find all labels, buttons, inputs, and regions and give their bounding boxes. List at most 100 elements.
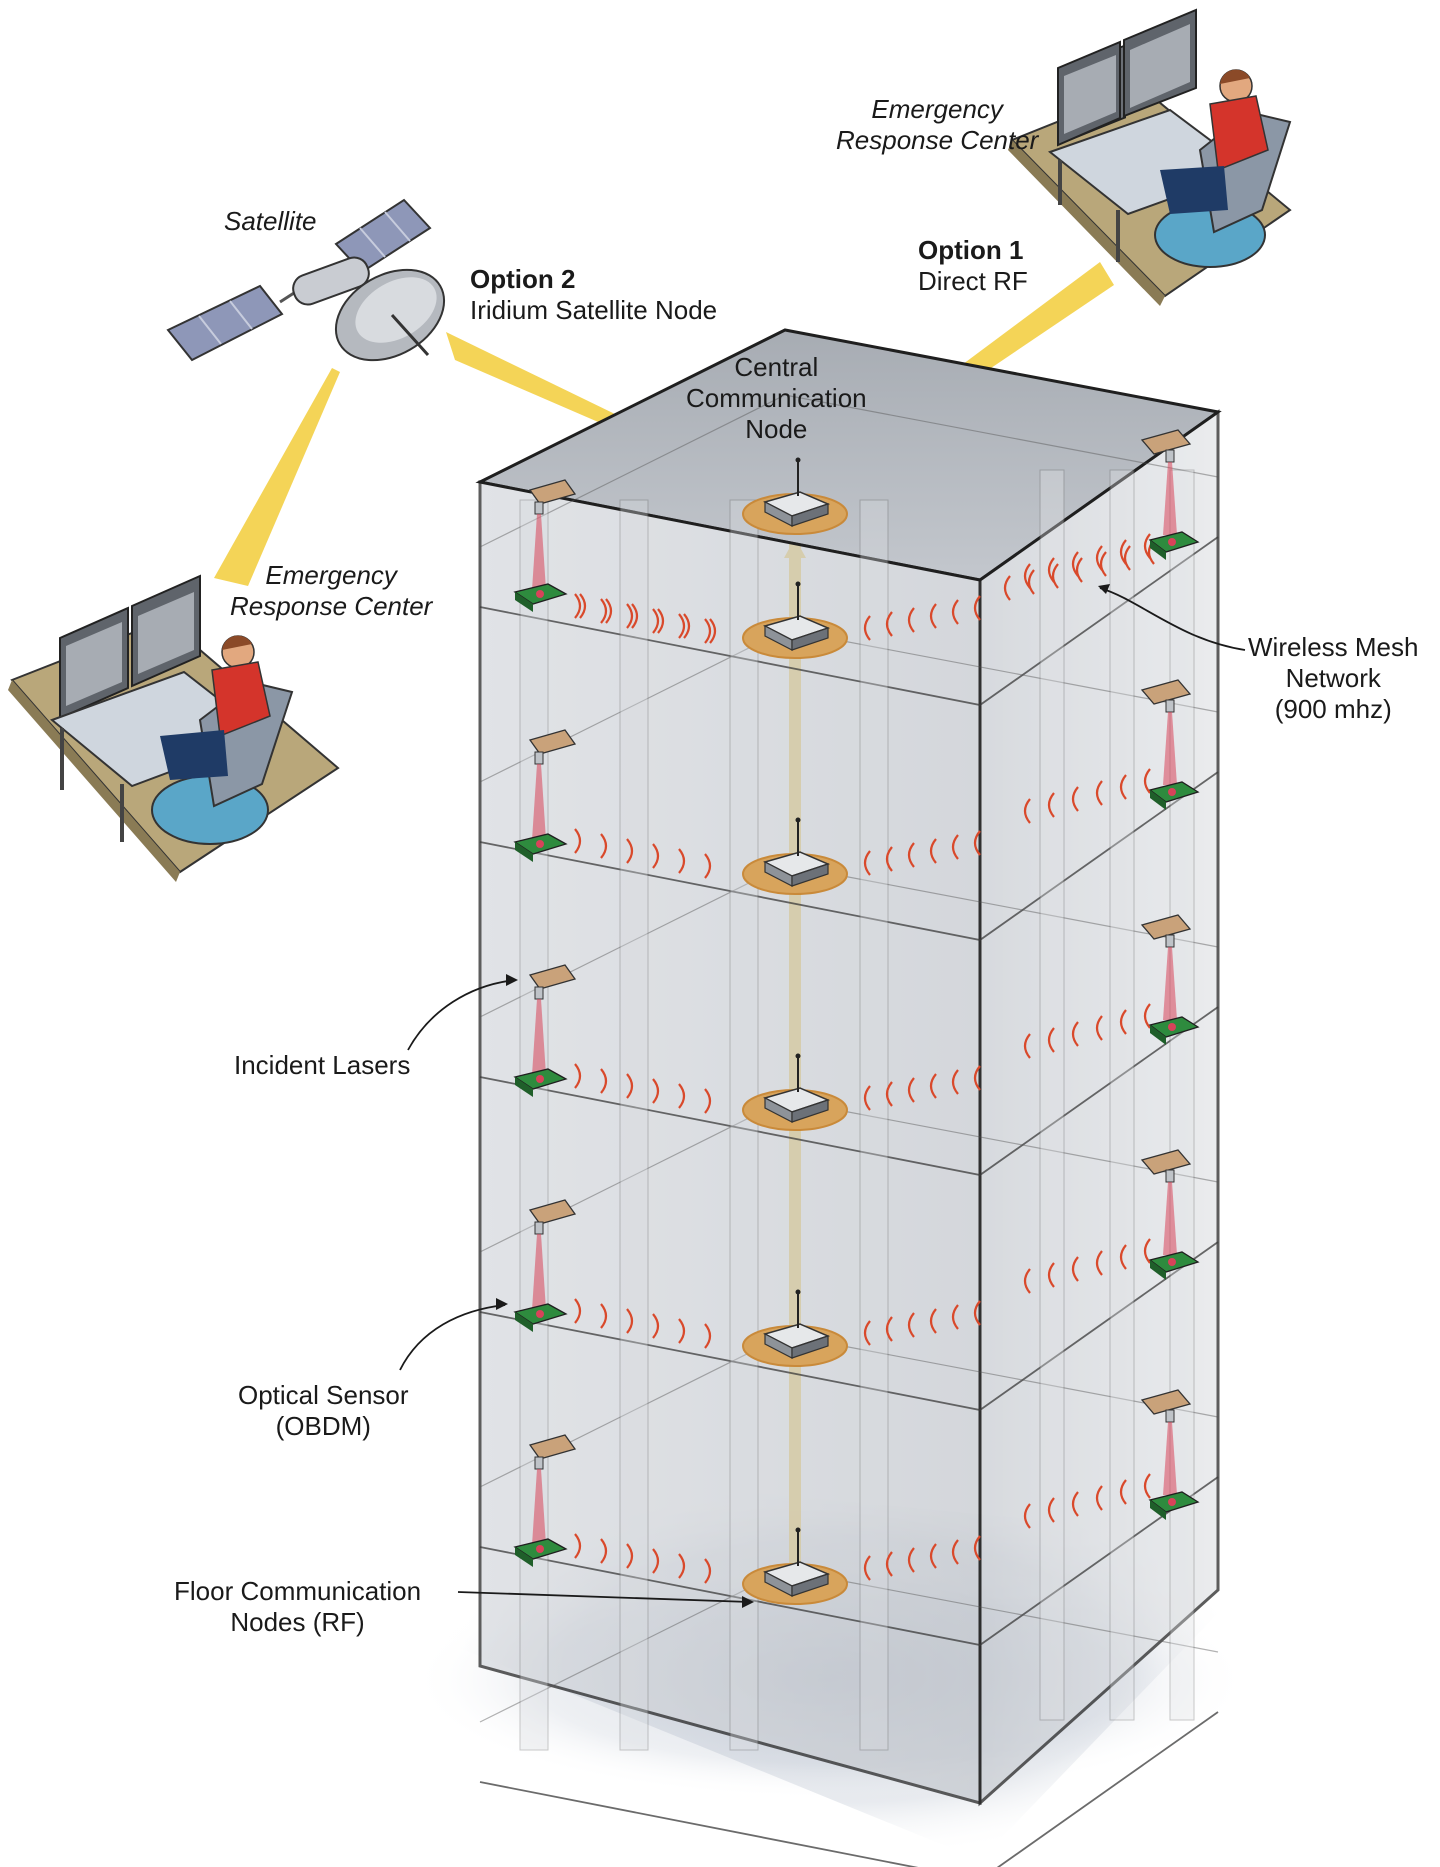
option1-title: Option 1 xyxy=(918,235,1024,265)
central-line2: Communication xyxy=(686,383,867,414)
wave-arc xyxy=(704,1558,712,1584)
wave-arc xyxy=(605,598,613,624)
wave-arc xyxy=(678,1318,686,1344)
wave-arc xyxy=(885,1551,893,1577)
erc-top-line2: Response Center xyxy=(836,125,1039,156)
wave-arc xyxy=(863,1320,871,1346)
wave-arc xyxy=(574,593,582,619)
wave-arc xyxy=(600,1303,608,1329)
leader-lasers xyxy=(407,979,516,1051)
wave-arc xyxy=(1023,1268,1031,1294)
optical-sensor-label: Optical Sensor (OBDM) xyxy=(238,1380,409,1442)
wave-arc xyxy=(1095,1015,1103,1041)
node-side-b xyxy=(791,503,829,527)
node-antenna-tip xyxy=(795,1289,801,1295)
wave-arc xyxy=(631,603,639,629)
wave-arc xyxy=(704,853,712,879)
wave-arc xyxy=(652,1313,660,1339)
laser-icon xyxy=(528,479,577,590)
erc-left-label: Emergency Response Center xyxy=(230,560,432,622)
laser-beam xyxy=(532,1469,546,1545)
laser-icon xyxy=(528,729,577,840)
wave-arc xyxy=(626,1073,634,1099)
router-icon xyxy=(742,817,848,895)
optical-sensor-icon xyxy=(1148,781,1200,810)
wave-arc xyxy=(579,593,587,619)
wave-arc xyxy=(1051,563,1059,589)
wave-arc xyxy=(929,838,937,864)
leader-lines xyxy=(399,584,1246,1608)
laser-icon xyxy=(528,1199,577,1310)
laser-lens xyxy=(1165,1169,1175,1183)
sensor-side xyxy=(1150,790,1166,810)
wave-arc xyxy=(1119,1479,1127,1505)
wave-arc xyxy=(652,608,660,634)
optical-sensor-icon xyxy=(513,1068,568,1097)
optical-sensor-icon xyxy=(513,583,568,612)
wave-arc xyxy=(678,613,686,639)
wave-arc xyxy=(600,598,608,624)
node-antenna-tip xyxy=(795,457,801,463)
laser-beam xyxy=(532,1234,546,1310)
wave-arc xyxy=(1023,1503,1031,1529)
laser-icon xyxy=(528,964,577,1075)
sensor-dot xyxy=(1168,1258,1176,1266)
wave-arc xyxy=(574,1298,582,1324)
optical-sensor-icon xyxy=(1148,531,1200,560)
laser-body xyxy=(528,964,577,990)
wave-arc xyxy=(907,1547,915,1573)
wave-arc xyxy=(1095,1485,1103,1511)
wave-arc xyxy=(951,599,959,625)
option1-label: Option 1 Direct RF xyxy=(918,235,1028,297)
laser-body xyxy=(528,729,577,755)
laser-body xyxy=(1140,1389,1192,1415)
satellite-label-text: Satellite xyxy=(224,206,317,236)
laser-beam xyxy=(1163,462,1177,535)
laser-body xyxy=(1140,679,1192,705)
floor-edge xyxy=(479,1241,1219,1411)
wave-arc xyxy=(929,1308,937,1334)
erc-top-label: Emergency Response Center xyxy=(836,94,1038,156)
laser-beam xyxy=(1163,1422,1177,1495)
beam-satellite-down xyxy=(214,368,340,586)
laser-lens xyxy=(534,986,544,1000)
wave-arc xyxy=(704,1088,712,1114)
optical-line2: (OBDM) xyxy=(275,1411,371,1442)
wave-arc xyxy=(1071,786,1079,812)
laser-body xyxy=(1140,1149,1192,1175)
wave-arc xyxy=(1023,1033,1031,1059)
wave-arc xyxy=(574,828,582,854)
wave-arc xyxy=(709,618,717,644)
wave-arc xyxy=(1143,1238,1151,1264)
erc-left-line2: Response Center xyxy=(230,591,433,622)
optical-line1: Optical Sensor xyxy=(238,1380,409,1410)
wave-arc xyxy=(951,1304,959,1330)
wave-arc xyxy=(1047,1497,1055,1523)
wave-arc xyxy=(1071,1256,1079,1282)
node-side-b xyxy=(791,1335,829,1359)
wave-arc xyxy=(1023,798,1031,824)
building xyxy=(475,328,1222,1807)
sensor-side xyxy=(1150,1500,1166,1520)
floor-edge xyxy=(479,1711,1219,1867)
floor-edge xyxy=(479,1476,1219,1646)
satellite-icon xyxy=(166,198,446,362)
node-side-b xyxy=(791,863,829,887)
node-side-b xyxy=(791,627,829,651)
floor-communication-nodes xyxy=(742,457,848,1605)
wave-arc xyxy=(626,603,634,629)
wave-arc xyxy=(885,1081,893,1107)
wave-arc xyxy=(973,1065,981,1091)
option2-label: Option 2 Iridium Satellite Node xyxy=(470,264,717,326)
optical-sensor-icon xyxy=(513,1538,568,1567)
wave-arc xyxy=(885,611,893,637)
sensor-side xyxy=(1150,1025,1166,1045)
wave-arc xyxy=(863,1085,871,1111)
laser-icon xyxy=(1140,1389,1192,1495)
satellite-label: Satellite xyxy=(224,206,317,237)
sensor-dot xyxy=(536,590,544,598)
floor-edge xyxy=(479,536,1219,706)
sensor-dot xyxy=(536,1075,544,1083)
incident-lasers-label: Incident Lasers xyxy=(234,1050,410,1081)
